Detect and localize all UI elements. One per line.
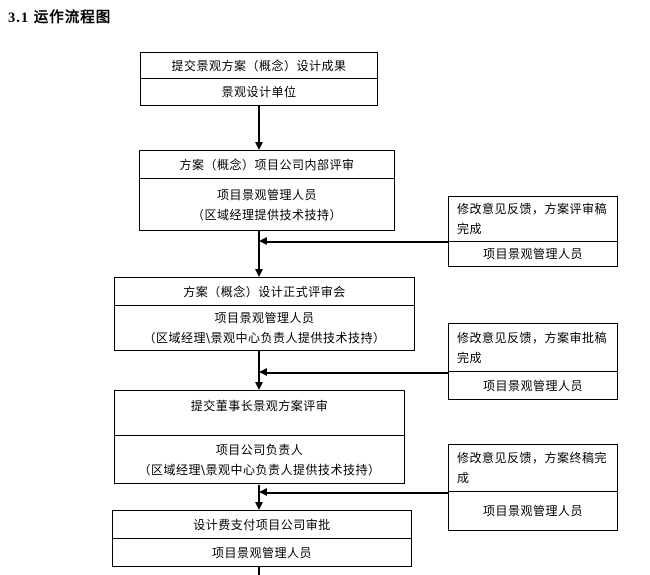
connector-step1-step2 (258, 105, 260, 143)
flow-step-formal-review: 方案（概念）设计正式评审会 项目景观管理人员 （区域经理\景观中心负责人提供技术… (114, 277, 415, 351)
connector-feedback2 (267, 372, 448, 374)
feedback-note: 修改意见反馈，方案审批稿完成 (449, 324, 617, 372)
step-actor-note: （区域经理\景观中心负责人提供技术技持） (143, 331, 386, 345)
connector-step5-continues (258, 567, 260, 575)
feedback-note: 修改意见反馈，方案终稿完成 (449, 445, 617, 492)
connector-step2-step3 (258, 231, 260, 270)
section-heading: 3.1 运作流程图 (8, 10, 112, 26)
flow-step-design-fee-approval: 设计费支付项目公司审批 项目景观管理人员 (112, 510, 412, 567)
connector-feedback1 (267, 241, 448, 243)
feedback-box-approval-draft: 修改意见反馈，方案审批稿完成 项目景观管理人员 (448, 323, 618, 400)
feedback-box-final-draft: 修改意见反馈，方案终稿完成 项目景观管理人员 (448, 444, 618, 531)
step-title: 提交景观方案（概念）设计成果 (141, 53, 377, 79)
step-actor: 景观设计单位 (221, 85, 297, 99)
arrow-left-icon (259, 368, 267, 376)
step-actor-cell: 项目景观管理人员 （区域经理提供技术技持） (140, 179, 394, 230)
step-actor-note: （区域经理\景观中心负责人提供技术技持） (138, 462, 381, 477)
step-title: 设计费支付项目公司审批 (113, 511, 411, 539)
connector-step4-step5 (258, 485, 260, 503)
arrow-down-icon (254, 269, 263, 277)
step-title: 提交董事长景观方案评审 (115, 391, 404, 436)
step-actor: 项目公司负责人 (215, 442, 304, 457)
feedback-box-review-draft: 修改意见反馈，方案评审稿完成 项目景观管理人员 (448, 196, 618, 267)
connector-step3-step4 (258, 351, 260, 383)
arrow-left-icon (259, 488, 267, 496)
flow-step-submit-design: 提交景观方案（概念）设计成果 景观设计单位 (140, 52, 378, 106)
step-actor-note: （区域经理提供技术技持） (191, 207, 342, 222)
arrow-left-icon (259, 237, 267, 245)
step-actor: 项目景观管理人员 (214, 311, 315, 325)
step-actor: 项目景观管理人员 (216, 187, 317, 202)
arrow-down-icon (254, 382, 263, 390)
step-title: 方案（概念）项目公司内部评审 (140, 151, 394, 179)
feedback-actor: 项目景观管理人员 (482, 247, 583, 261)
feedback-note: 修改意见反馈，方案评审稿完成 (449, 197, 617, 242)
step-actor-cell: 项目景观管理人员 （区域经理\景观中心负责人提供技术技持） (115, 306, 414, 350)
flow-step-internal-review: 方案（概念）项目公司内部评审 项目景观管理人员 （区域经理提供技术技持） (139, 150, 395, 231)
arrow-down-icon (254, 502, 263, 510)
connector-feedback3 (267, 492, 448, 494)
step-title: 方案（概念）设计正式评审会 (115, 278, 414, 306)
step-actor-cell: 项目公司负责人 （区域经理\景观中心负责人提供技术技持） (115, 436, 404, 483)
arrow-down-icon (254, 142, 263, 150)
feedback-actor: 项目景观管理人员 (482, 378, 583, 393)
step-actor: 项目景观管理人员 (211, 545, 312, 560)
feedback-actor: 项目景观管理人员 (482, 504, 583, 518)
flow-step-chairman-review: 提交董事长景观方案评审 项目公司负责人 （区域经理\景观中心负责人提供技术技持） (114, 390, 405, 484)
